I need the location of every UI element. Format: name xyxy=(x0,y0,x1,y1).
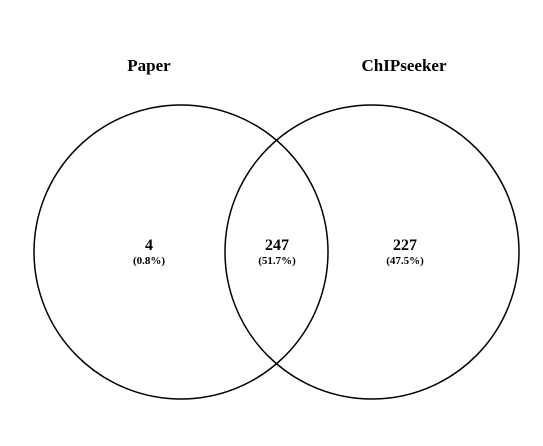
set-title-paper: Paper xyxy=(127,56,171,75)
circle-paper xyxy=(33,104,329,400)
circle-chipseeker xyxy=(224,104,520,400)
overlap-percent: (51.7%) xyxy=(258,255,296,267)
left-only-percent: (0.8%) xyxy=(133,255,165,267)
left-only-count: 4 xyxy=(145,237,153,254)
right-only-count: 227 xyxy=(393,237,417,254)
set-title-chipseeker: ChIPseeker xyxy=(362,56,447,75)
overlap-count: 247 xyxy=(265,237,289,254)
right-only-percent: (47.5%) xyxy=(386,255,424,267)
